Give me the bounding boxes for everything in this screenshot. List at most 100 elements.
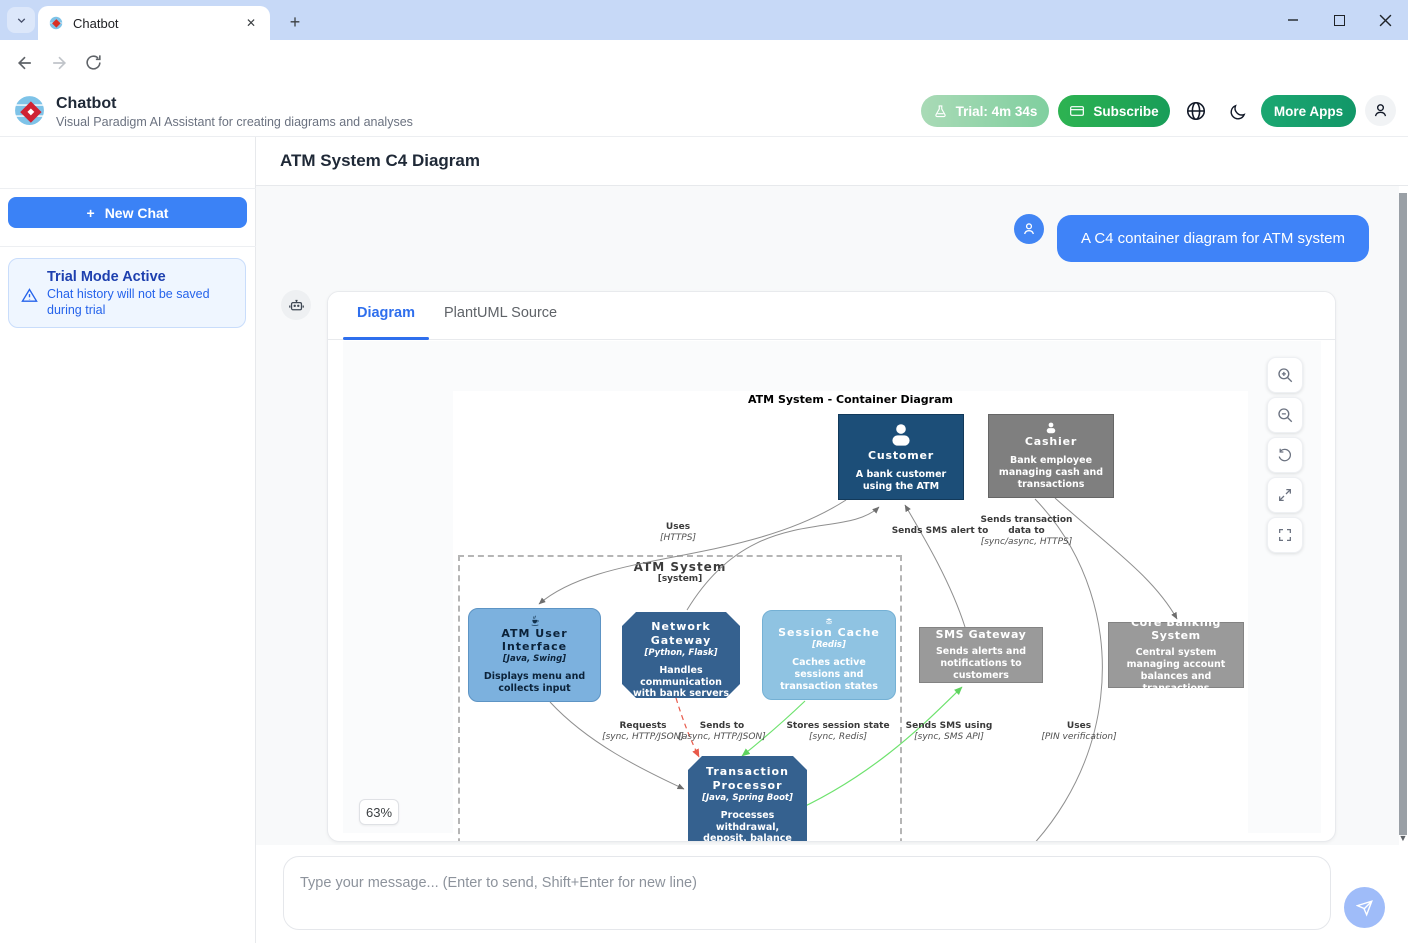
maximize-button[interactable] bbox=[1316, 0, 1362, 40]
diagram-node-transaction-processor[interactable]: Transaction Processor [Java, Spring Boot… bbox=[688, 756, 807, 842]
browser-toolbar: ai-toolbox.visual-paradigm.com/app/chatb… bbox=[0, 40, 1408, 119]
user-account-button[interactable] bbox=[1365, 95, 1396, 126]
fullscreen-button[interactable] bbox=[1267, 517, 1303, 553]
tab-search-button[interactable] bbox=[7, 7, 35, 33]
zoom-out-icon bbox=[1278, 408, 1293, 423]
zoom-in-icon bbox=[1278, 368, 1293, 383]
maximize-icon bbox=[1333, 14, 1345, 26]
node-desc: A bank customer using the ATM bbox=[855, 469, 947, 493]
window-controls bbox=[1270, 0, 1408, 40]
close-window-button[interactable] bbox=[1362, 0, 1408, 40]
globe-icon bbox=[1186, 101, 1206, 121]
node-title: Customer bbox=[867, 448, 934, 462]
card-icon bbox=[1070, 106, 1085, 116]
trial-notice-body: Chat history will not be saved during tr… bbox=[47, 287, 210, 317]
card-tabs: Diagram PlantUML Source bbox=[328, 292, 1335, 340]
minimize-button[interactable] bbox=[1270, 0, 1316, 40]
diagram-node-session-cache[interactable]: Session Cache [Redis] Caches active sess… bbox=[762, 610, 896, 700]
app-name: Chatbot bbox=[56, 95, 117, 112]
redis-layers-icon bbox=[825, 618, 833, 625]
flask-icon bbox=[934, 104, 946, 117]
more-apps-button[interactable]: More Apps bbox=[1261, 95, 1356, 127]
node-title: ATM User Interface bbox=[501, 626, 568, 654]
sidebar-divider bbox=[0, 188, 256, 189]
diagram-node-network-gateway[interactable]: Network Gateway [Python, Flask] Handles … bbox=[622, 612, 740, 698]
node-title: Transaction Processor bbox=[706, 765, 789, 792]
diagram-title: ATM System - Container Diagram bbox=[748, 393, 953, 406]
trial-notice-title: Trial Mode Active bbox=[47, 269, 166, 285]
scrollbar-thumb[interactable] bbox=[1399, 193, 1407, 835]
new-chat-button[interactable]: + New Chat bbox=[8, 197, 247, 228]
user-message-bubble: A C4 container diagram for ATM system bbox=[1057, 215, 1369, 262]
new-tab-button[interactable]: + bbox=[289, 11, 301, 32]
reload-button[interactable] bbox=[76, 46, 110, 80]
zoom-level-badge: 63% bbox=[359, 799, 399, 825]
diagram-canvas[interactable]: ATM System - Container Diagram ATM Syste… bbox=[453, 391, 1248, 842]
message-input[interactable] bbox=[283, 856, 1331, 930]
reset-view-button[interactable] bbox=[1267, 437, 1303, 473]
sidebar-divider bbox=[0, 246, 256, 247]
node-tech: [Java, Spring Boot] bbox=[702, 792, 793, 803]
node-desc: Bank employee managing cash and transact… bbox=[998, 455, 1104, 491]
edge-label-sends-sms-alert: Sends SMS alert to bbox=[891, 526, 989, 536]
dark-mode-button[interactable] bbox=[1225, 100, 1249, 124]
visual-paradigm-logo bbox=[13, 94, 46, 127]
browser-tab[interactable]: Chatbot ✕ bbox=[38, 6, 270, 40]
java-icon bbox=[531, 615, 539, 626]
edge-label-sends-sms-using: Sends SMS using [sync, SMS API] bbox=[905, 721, 993, 742]
zoom-in-button[interactable] bbox=[1267, 357, 1303, 393]
edge-label-uses-https: Uses [HTTPS] bbox=[660, 522, 696, 543]
more-apps-label: More Apps bbox=[1273, 103, 1344, 119]
reload-icon bbox=[85, 55, 101, 70]
warning-icon bbox=[21, 288, 38, 302]
forward-button[interactable] bbox=[42, 46, 76, 80]
tab-plantuml-source[interactable]: PlantUML Source bbox=[444, 305, 558, 321]
app-subtitle: Visual Paradigm AI Assistant for creatin… bbox=[56, 115, 413, 129]
user-message-avatar bbox=[1014, 214, 1044, 244]
send-icon bbox=[1355, 899, 1373, 917]
node-desc: Displays menu and collects input bbox=[483, 671, 586, 695]
back-button[interactable] bbox=[8, 46, 42, 80]
subscribe-button[interactable]: Subscribe bbox=[1058, 95, 1170, 127]
close-icon bbox=[1379, 14, 1391, 26]
node-tech: [Redis] bbox=[812, 640, 846, 651]
subscribe-label: Subscribe bbox=[1093, 103, 1159, 119]
diagram-node-core-banking-system[interactable]: Core Banking System Central system manag… bbox=[1108, 616, 1244, 694]
trial-mode-notice: Trial Mode Active Chat history will not … bbox=[8, 258, 246, 328]
diagram-node-atm-user-interface[interactable]: ATM User Interface [Java, Swing] Display… bbox=[468, 608, 601, 702]
back-icon bbox=[17, 56, 31, 69]
expand-button[interactable] bbox=[1267, 477, 1303, 513]
active-tab-underline bbox=[343, 337, 429, 340]
tab-close-icon[interactable]: ✕ bbox=[245, 16, 257, 30]
tab-title: Chatbot bbox=[73, 15, 119, 31]
message-input-area bbox=[256, 845, 1408, 943]
browser-titlebar: Chatbot ✕ + bbox=[0, 0, 1408, 40]
diagram-node-customer[interactable]: Customer A bank customer using the ATM bbox=[838, 414, 964, 500]
app-header bbox=[0, 85, 1408, 137]
node-desc: Processes withdrawal, deposit, balance c… bbox=[703, 809, 792, 842]
language-globe-button[interactable] bbox=[1184, 99, 1208, 123]
favicon-visual-paradigm bbox=[48, 15, 64, 31]
diagram-node-sms-gateway[interactable]: SMS Gateway Sends alerts and notificatio… bbox=[919, 627, 1043, 683]
send-button[interactable] bbox=[1344, 887, 1385, 928]
forward-icon bbox=[53, 56, 67, 69]
diagram-edges bbox=[538, 497, 1178, 841]
node-title: Core Banking System bbox=[1131, 615, 1221, 643]
new-chat-label: New Chat bbox=[104, 204, 169, 221]
expand-icon bbox=[1279, 489, 1291, 501]
node-tech: [Python, Flask] bbox=[644, 647, 718, 658]
trial-badge[interactable]: Trial: 4m 34s bbox=[921, 95, 1049, 127]
tab-diagram[interactable]: Diagram bbox=[356, 305, 416, 321]
edge-label-uses-pin: Uses [PIN verification] bbox=[1041, 721, 1117, 742]
diagram-node-cashier[interactable]: Cashier Bank employee managing cash and … bbox=[988, 414, 1114, 498]
boundary-label: ATM System [system] bbox=[570, 560, 790, 584]
edge-label-requests: Requests [sync, HTTP/JSON] bbox=[602, 721, 684, 742]
scrollbar-down-icon[interactable]: ▼ bbox=[1398, 833, 1408, 843]
robot-icon bbox=[288, 299, 304, 310]
zoom-out-button[interactable] bbox=[1267, 397, 1303, 433]
plus-icon: + bbox=[86, 204, 95, 221]
node-title: Network Gateway bbox=[650, 620, 712, 647]
diagram-viewport[interactable]: ATM System - Container Diagram ATM Syste… bbox=[343, 341, 1321, 841]
node-desc: Sends alerts and notifications to custom… bbox=[935, 646, 1027, 681]
